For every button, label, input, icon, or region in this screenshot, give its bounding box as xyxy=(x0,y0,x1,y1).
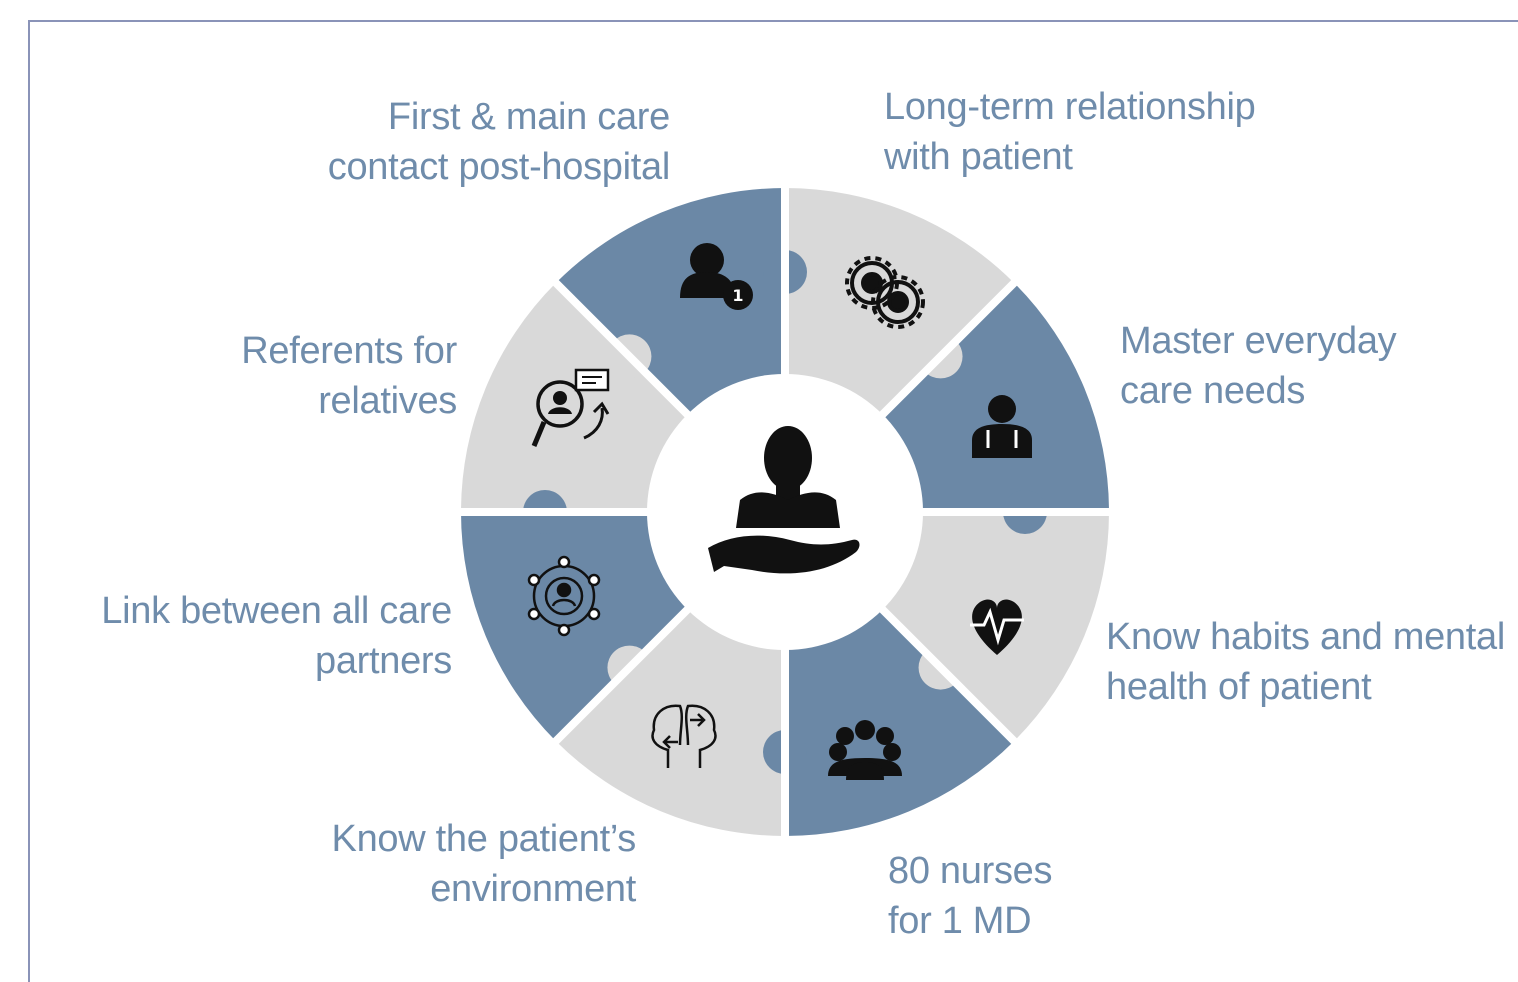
label-long-term: Long-term relationship with patient xyxy=(884,82,1256,182)
label-first-contact: First & main care contact post-hospital xyxy=(327,92,671,192)
people-gears-icon xyxy=(845,256,925,329)
label-link-line1: Link between all care xyxy=(101,590,452,632)
group-people-icon xyxy=(828,720,902,780)
label-habits-line1: Know habits and mental xyxy=(1106,616,1505,658)
label-master-care: Master everyday care needs xyxy=(1120,316,1397,416)
frame-left-border xyxy=(28,20,30,982)
search-person-chat-icon xyxy=(531,368,610,447)
segment-link xyxy=(461,512,689,742)
label-habits-line2: health of patient xyxy=(1106,666,1372,708)
label-first-contact-line1: First & main care xyxy=(387,96,670,138)
label-environment: Know the patient’s environment xyxy=(331,814,637,914)
label-link-line2: partners xyxy=(314,640,452,682)
svg-text:1: 1 xyxy=(732,286,743,305)
segment-nurses xyxy=(785,608,1015,836)
label-nurses: 80 nurses for 1 MD xyxy=(888,846,1052,946)
label-referents: Referents for relatives xyxy=(241,326,457,426)
segment-separators xyxy=(457,184,1113,840)
network-person-icon xyxy=(527,555,601,637)
label-long-term-line2: with patient xyxy=(884,136,1073,178)
label-referents-line2: relatives xyxy=(318,380,457,422)
nurse-caring-hand-icon xyxy=(708,426,860,574)
frame-top-border xyxy=(28,20,1518,22)
label-master-care-line1: Master everyday xyxy=(1120,320,1397,362)
label-nurses-line1: 80 nurses xyxy=(888,850,1053,892)
label-environment-line1: Know the patient’s xyxy=(331,818,637,860)
segment-environment xyxy=(555,608,785,836)
segment-first-contact xyxy=(555,188,785,416)
separator-2 xyxy=(875,277,1020,422)
label-long-term-line1: Long-term relationship xyxy=(884,86,1256,128)
separator-4 xyxy=(875,602,1020,747)
label-link: Link between all care partners xyxy=(101,586,452,686)
person-number-one-icon: 1 xyxy=(680,243,753,310)
doctor-stethoscope-icon xyxy=(972,395,1032,458)
separator-0 xyxy=(550,277,695,422)
segment-referents xyxy=(461,282,689,512)
heart-pulse-icon xyxy=(970,599,1024,655)
label-environment-line2: environment xyxy=(430,868,636,910)
label-master-care-line2: care needs xyxy=(1120,370,1306,412)
label-habits: Know habits and mental health of patient xyxy=(1106,612,1505,712)
separator-6 xyxy=(550,602,695,747)
heads-exchange-icon xyxy=(651,704,717,768)
label-first-contact-line2: contact post-hospital xyxy=(327,146,671,188)
label-nurses-line2: for 1 MD xyxy=(888,900,1032,942)
label-referents-line1: Referents for xyxy=(241,330,457,372)
